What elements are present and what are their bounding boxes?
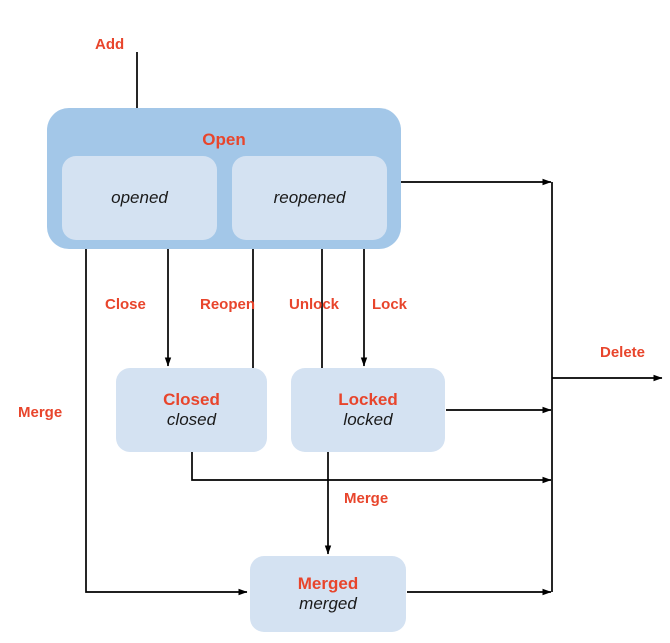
substate-opened[interactable]: opened bbox=[62, 156, 217, 240]
state-closed[interactable]: Closed closed bbox=[116, 368, 267, 452]
edge-label-add: Add bbox=[95, 36, 125, 53]
state-closed-title: Closed bbox=[163, 390, 220, 410]
edge-label-close: Close bbox=[105, 296, 146, 313]
edge-label-lock: Lock bbox=[372, 296, 408, 313]
edge-label-reopen: Reopen bbox=[200, 296, 256, 313]
edge-merge-left bbox=[85, 249, 248, 596]
edge-label-delete: Delete bbox=[600, 344, 646, 361]
substate-opened-label: opened bbox=[111, 188, 168, 207]
state-merged[interactable]: Merged merged bbox=[250, 556, 406, 632]
edge-label-merge-center: Merge bbox=[344, 490, 389, 507]
state-closed-value: closed bbox=[166, 410, 217, 429]
state-locked-value: locked bbox=[343, 410, 393, 429]
substate-reopened[interactable]: reopened bbox=[232, 156, 387, 240]
state-locked-title: Locked bbox=[338, 390, 398, 410]
state-group-open-label: Open bbox=[202, 130, 246, 149]
state-merged-title: Merged bbox=[297, 574, 359, 594]
edge-label-unlock: Unlock bbox=[289, 296, 340, 313]
state-merged-value: merged bbox=[299, 594, 357, 613]
edge-label-merge-left: Merge bbox=[18, 404, 63, 421]
state-locked[interactable]: Locked locked bbox=[291, 368, 445, 452]
edge-closed-to-delete-bus bbox=[191, 452, 552, 484]
substate-reopened-label: reopened bbox=[273, 188, 346, 207]
